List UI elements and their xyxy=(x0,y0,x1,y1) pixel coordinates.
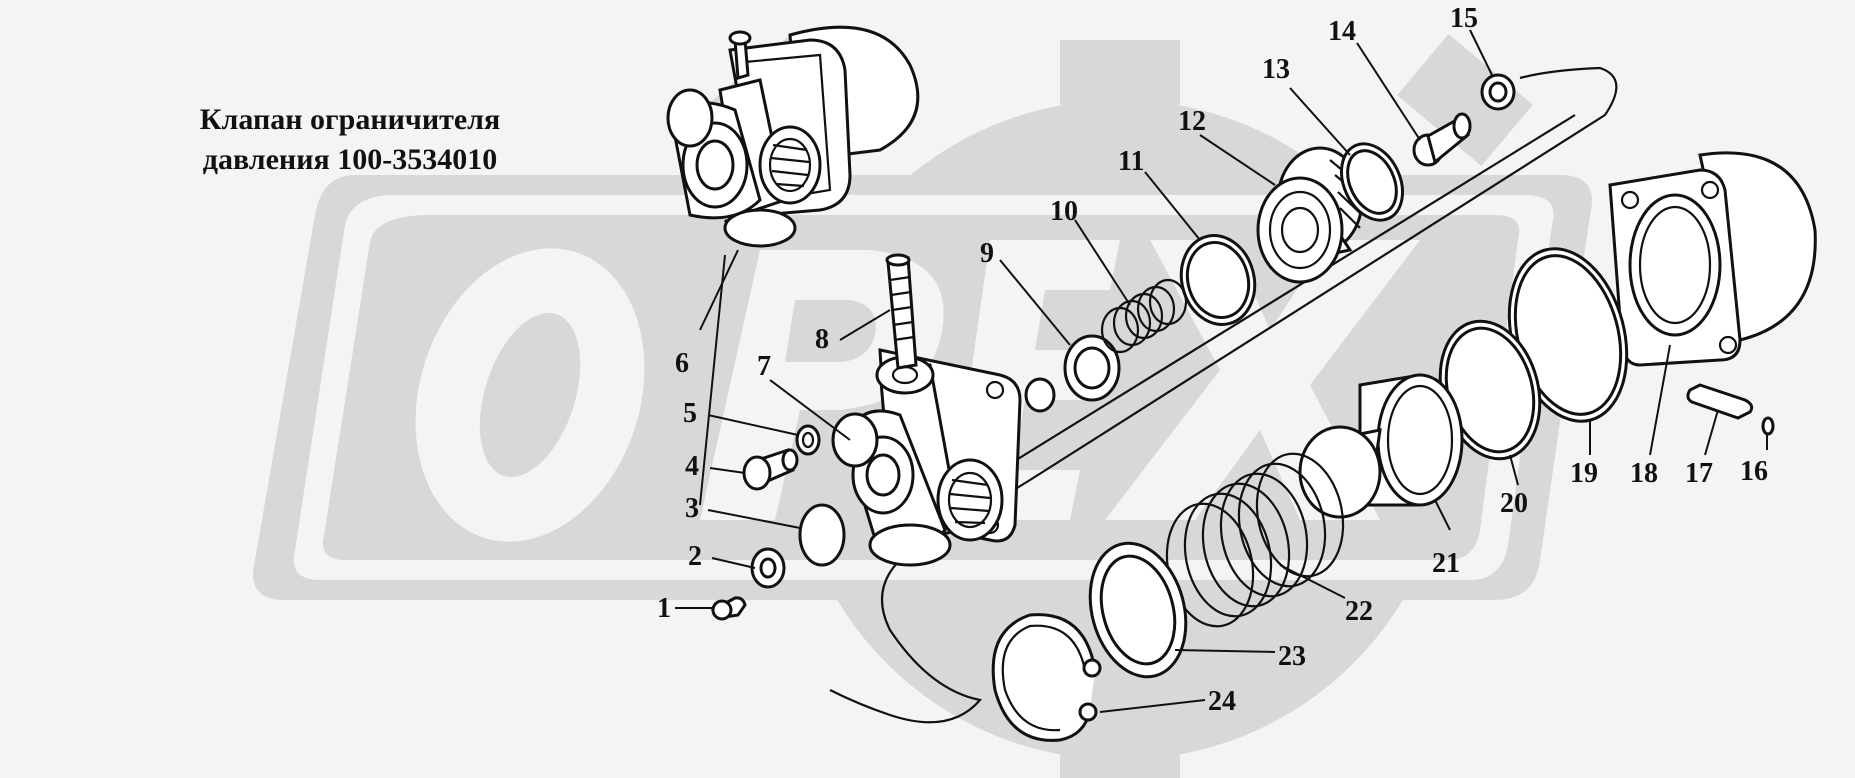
leader-7 xyxy=(769,379,851,441)
leader-12 xyxy=(1199,134,1276,186)
callout-19: 19 xyxy=(1570,458,1598,489)
leader-13 xyxy=(1289,87,1351,156)
part-1-screw xyxy=(710,596,747,621)
callout-24: 24 xyxy=(1208,686,1236,717)
leader-3a xyxy=(707,509,801,529)
leader-15 xyxy=(1469,29,1493,76)
callout-21: 21 xyxy=(1432,548,1460,579)
part-4-bolt xyxy=(742,448,799,491)
callout-3a: 3 xyxy=(685,493,699,524)
leader-24 xyxy=(1099,699,1206,713)
callout-7: 7 xyxy=(757,351,771,382)
callout-6: 6 xyxy=(675,348,689,379)
part-14-bolt xyxy=(1412,112,1472,167)
part-2-washer xyxy=(750,547,786,589)
leader-17 xyxy=(1704,409,1719,456)
leader-18 xyxy=(1649,344,1671,456)
callout-16: 16 xyxy=(1740,456,1768,487)
part-7-lower-housing xyxy=(831,348,1022,567)
part-6-upper-housing xyxy=(666,25,920,248)
leader-10 xyxy=(1074,219,1131,306)
assembly-outline-2 xyxy=(999,114,1576,471)
part-17-plate xyxy=(1686,383,1754,420)
part-13-o-ring xyxy=(1340,142,1404,222)
diagram-title: Клапан ограничителя давления 100-3534010 xyxy=(150,100,550,180)
callout-13: 13 xyxy=(1262,54,1290,85)
part-12-piston xyxy=(1256,146,1366,284)
part-19-ring xyxy=(1507,247,1629,423)
part-18-flange xyxy=(1608,151,1817,367)
part-21-sleeve xyxy=(1298,373,1464,519)
part-24-snap-ring xyxy=(991,613,1102,742)
part-22-spring xyxy=(1165,452,1345,628)
part-5-nut xyxy=(795,424,821,456)
callout-5: 5 xyxy=(683,398,697,429)
leader-8 xyxy=(839,309,891,341)
leader-4 xyxy=(709,467,746,474)
leader-22 xyxy=(1279,564,1346,599)
callout-14: 14 xyxy=(1328,16,1356,47)
title-line-1: Клапан ограничителя xyxy=(199,103,501,136)
assembly-outline xyxy=(829,66,1618,724)
leader-2 xyxy=(711,557,756,569)
leader-9 xyxy=(999,259,1071,346)
leader-14 xyxy=(1356,42,1421,141)
leader-20 xyxy=(1509,454,1519,486)
callout-1: 1 xyxy=(657,593,671,624)
callout-12: 12 xyxy=(1178,106,1206,137)
part-3-diaphragm xyxy=(798,503,846,567)
callout-8: 8 xyxy=(815,324,829,355)
callout-labels: 1 2 3 3 4 5 6 7 8 9 10 11 12 13 14 15 16… xyxy=(657,3,1768,717)
title-line-2: давления 100-3534010 xyxy=(202,143,498,176)
callout-10: 10 xyxy=(1050,196,1078,227)
callout-2: 2 xyxy=(688,541,702,572)
part-23-washer xyxy=(1088,541,1188,679)
part-10-spring xyxy=(1100,278,1188,354)
callout-9: 9 xyxy=(980,238,994,269)
callout-23: 23 xyxy=(1278,641,1306,672)
leader-3b xyxy=(699,254,726,506)
callout-15: 15 xyxy=(1450,3,1478,34)
callout-20: 20 xyxy=(1500,488,1528,519)
leader-5 xyxy=(707,414,799,436)
leader-23 xyxy=(1174,649,1276,653)
callout-22: 22 xyxy=(1345,596,1373,627)
callout-18: 18 xyxy=(1630,458,1658,489)
leader-lines xyxy=(675,29,1768,713)
part-9-valve-seat xyxy=(1024,334,1121,413)
leader-6 xyxy=(699,249,739,331)
part-11-ring xyxy=(1179,234,1257,326)
leader-11 xyxy=(1144,171,1201,241)
part-16-pin xyxy=(1761,416,1775,436)
callout-11: 11 xyxy=(1118,146,1144,177)
part-8-stud xyxy=(885,253,918,370)
callout-17: 17 xyxy=(1685,458,1713,489)
part-15-cap xyxy=(1480,73,1516,111)
callout-4: 4 xyxy=(685,451,699,482)
leader-21 xyxy=(1434,499,1451,531)
